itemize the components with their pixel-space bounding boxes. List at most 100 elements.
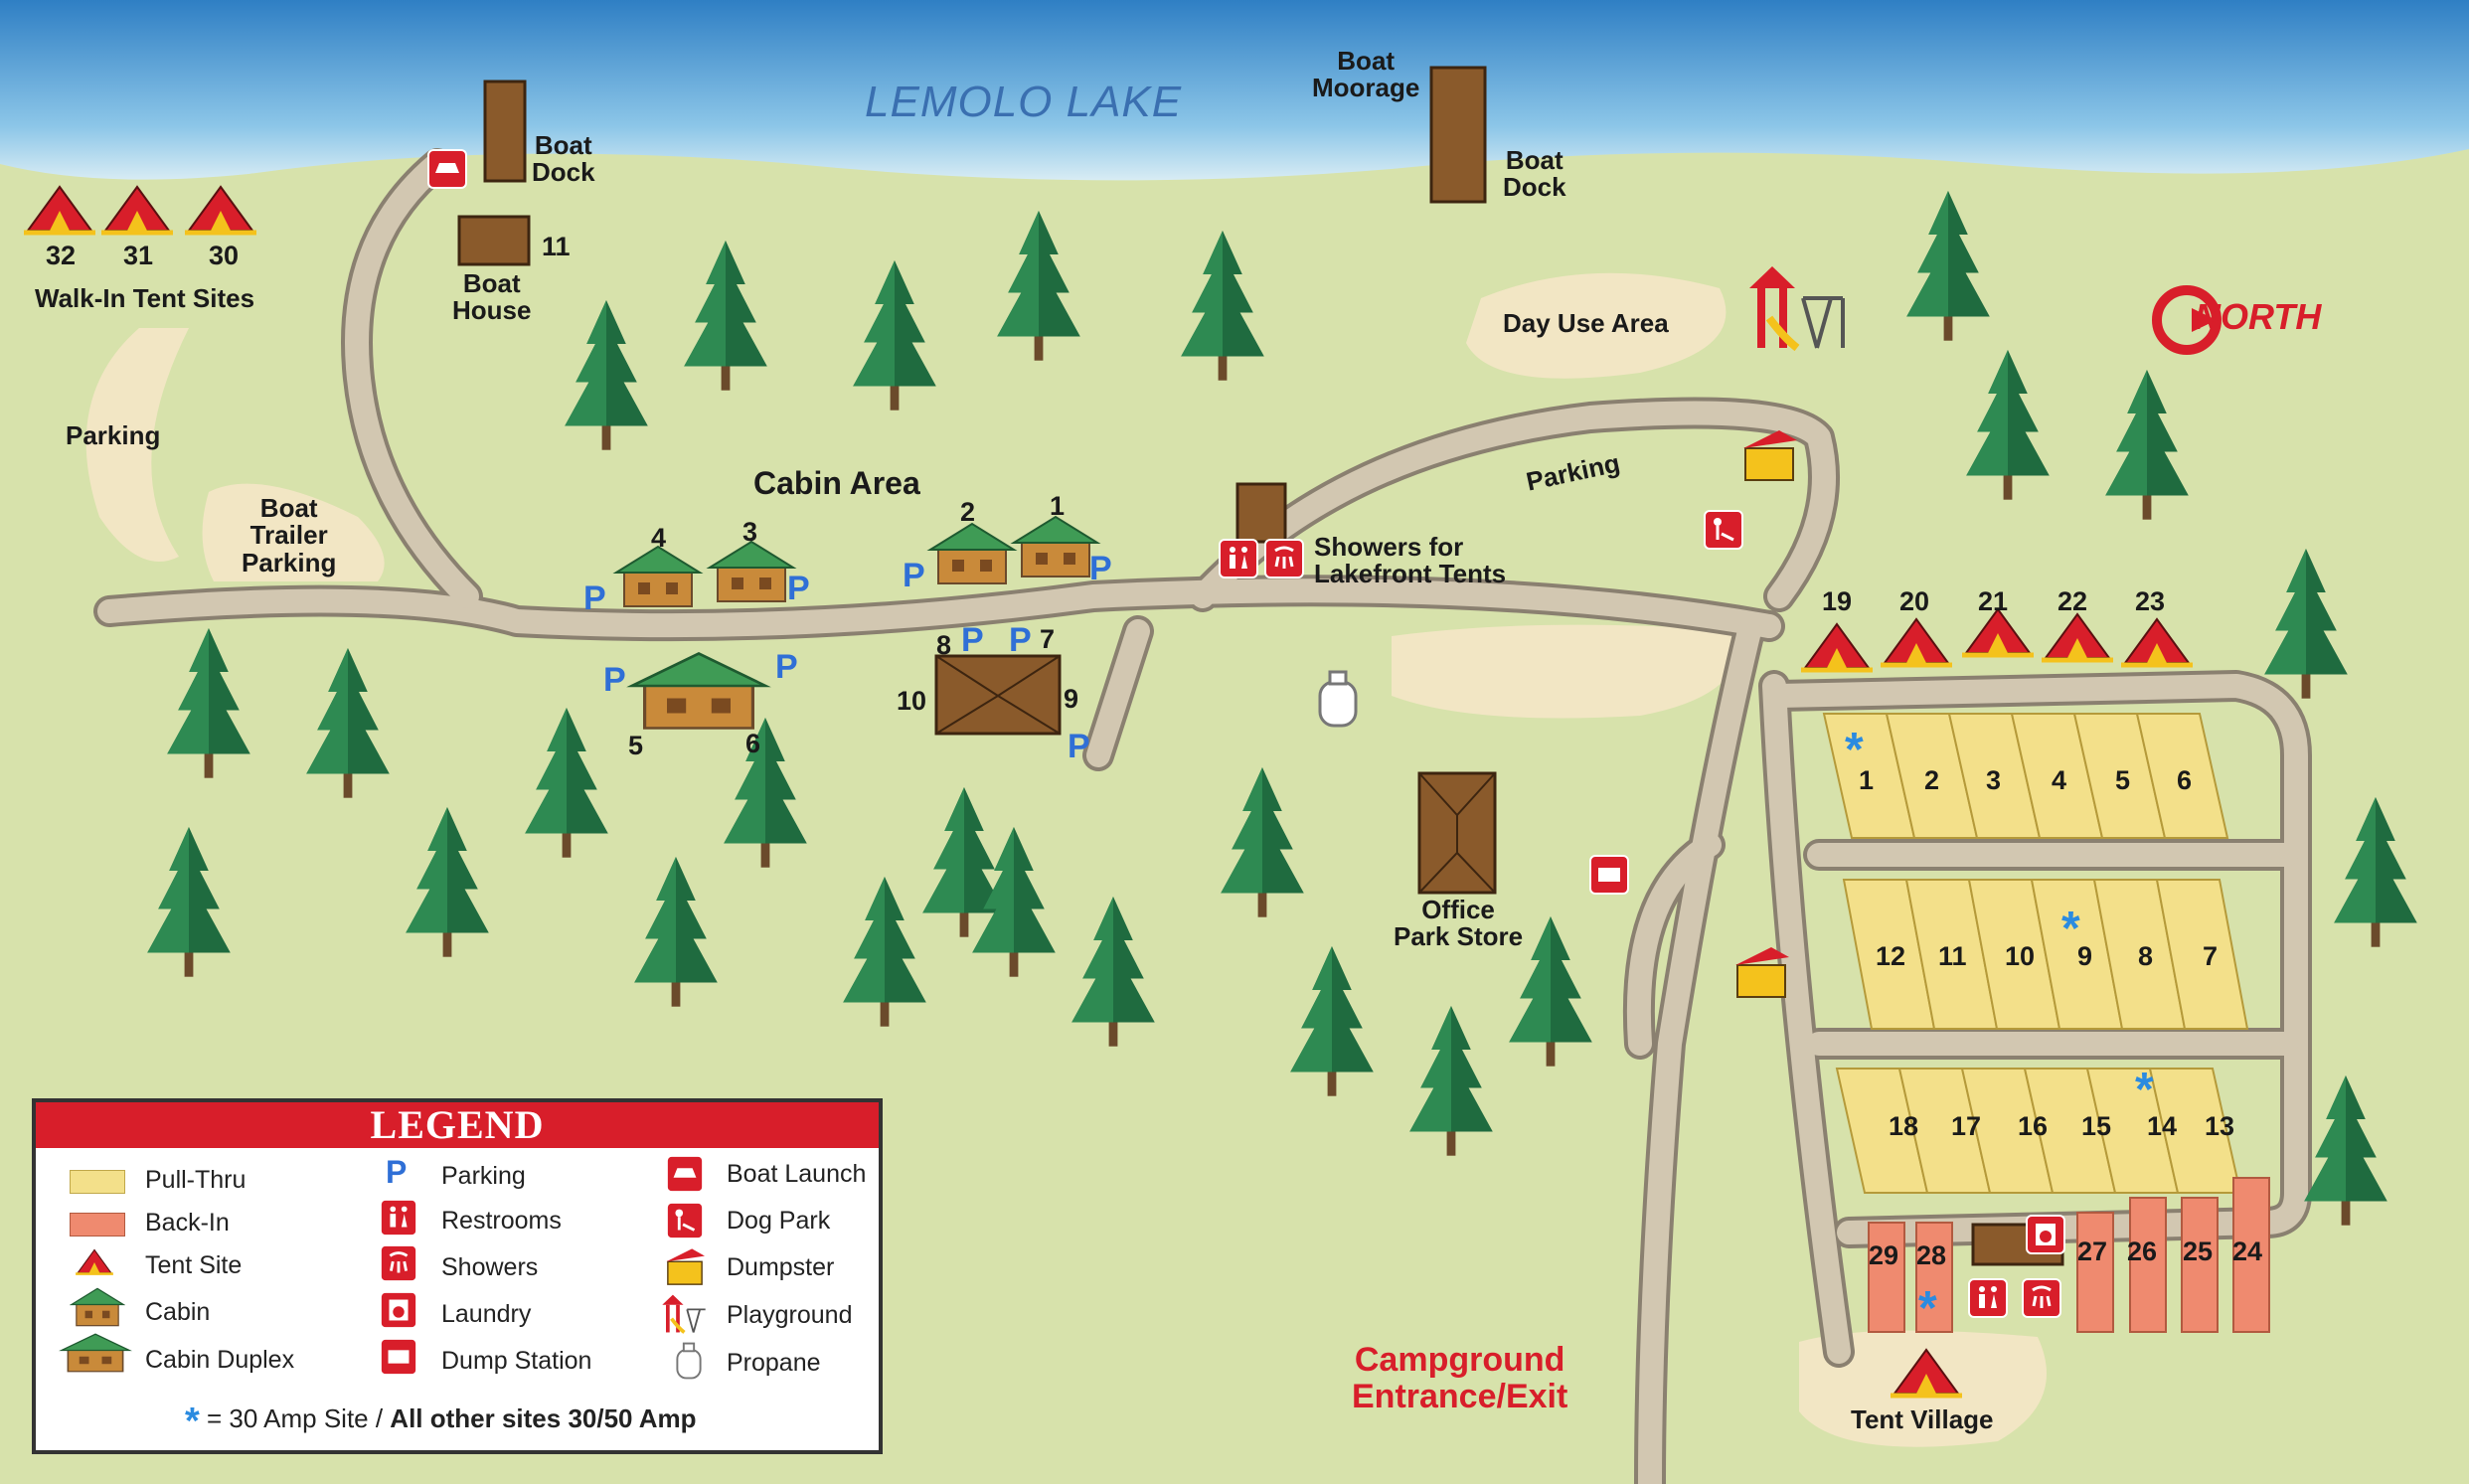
cabin-number-7[interactable]: 7 [1040,624,1056,654]
back-in-site[interactable] [1868,1222,1905,1333]
rv-site-rows [1822,713,2270,1333]
site-number-4[interactable]: 4 [2052,765,2067,795]
legend-showers: Showers [441,1253,539,1281]
site-number-24[interactable]: 24 [2232,1237,2263,1266]
showers-icon-village[interactable] [2022,1278,2061,1318]
site-number-7[interactable]: 7 [2203,941,2219,971]
cabin-icon[interactable] [709,541,794,602]
boat-house [457,215,531,266]
legend-restrooms: Restrooms [441,1207,562,1235]
site-number-9[interactable]: 9 [2077,941,2093,971]
pull-thru-site[interactable] [2155,879,2249,1030]
tent-site-icon[interactable] [24,187,95,233]
back-in-site[interactable] [2232,1177,2270,1333]
tent-site-number-22[interactable]: 22 [2058,586,2088,616]
cabin-number-4[interactable]: 4 [651,523,667,553]
legend-playground: Playground [727,1301,853,1329]
roads [97,152,2308,1484]
site-number-12[interactable]: 12 [1876,941,1906,971]
restrooms-icon[interactable] [1219,539,1258,578]
site-number-10[interactable]: 10 [2005,941,2036,971]
amp30-star-site-14: * [2135,1064,2154,1116]
back-in-site[interactable] [2076,1212,2114,1333]
boat-launch-icon[interactable] [427,149,467,189]
tent-site-icon[interactable] [101,187,173,233]
site-number-15[interactable]: 15 [2081,1111,2112,1141]
site-number-2[interactable]: 2 [1924,765,1940,795]
site-number-16[interactable]: 16 [2018,1111,2049,1141]
tree-icon [525,708,608,858]
site-number-3[interactable]: 3 [1986,765,2002,795]
dog-park-icon[interactable] [1704,510,1743,550]
tent-site-number-23[interactable]: 23 [2135,586,2166,616]
legend-pull-thru: Pull-Thru [145,1166,247,1194]
legend-dump-station: Dump Station [441,1347,592,1375]
cabin-icon[interactable] [615,546,701,607]
restrooms-icon-village[interactable] [1968,1278,2008,1318]
site-number-14[interactable]: 14 [2147,1111,2178,1141]
dumpster-icon-2[interactable] [1735,947,1789,998]
tent-site-icon[interactable] [2121,619,2193,665]
playground-icon[interactable] [1749,266,1845,352]
tent-site-icon[interactable] [185,187,256,233]
tent-site-icon[interactable] [2042,614,2113,660]
legend-laundry: Laundry [441,1300,532,1328]
tree-icon [1290,946,1374,1096]
tree-icon [2105,370,2189,520]
site-number-25[interactable]: 25 [2183,1237,2214,1266]
tent-site-icon [74,1248,115,1275]
cabin-number-9[interactable]: 9 [1064,684,1079,714]
cabin-number-3[interactable]: 3 [742,517,758,547]
dump-station-icon[interactable] [1589,855,1629,895]
tent-site-number-19[interactable]: 19 [1822,586,1853,616]
back-in-swatch [70,1213,125,1237]
cabin-icon[interactable] [929,523,1015,584]
back-in-site[interactable] [2181,1197,2219,1333]
site-number-18[interactable]: 18 [1889,1111,1919,1141]
site-number-17[interactable]: 17 [1951,1111,1982,1141]
legend-propane: Propane [727,1349,821,1377]
site-number-6[interactable]: 6 [2177,765,2193,795]
walk-in-site-30[interactable]: 30 [209,241,240,270]
site-number-8[interactable]: 8 [2138,941,2154,971]
boat-house-label: Boat House [452,268,532,326]
site-number-27[interactable]: 27 [2077,1237,2108,1266]
tent-site-icon[interactable] [1801,624,1873,670]
site-number-29[interactable]: 29 [1869,1240,1899,1270]
cabin-number-8[interactable]: 8 [936,630,952,660]
pull-thru-site[interactable] [2135,713,2229,839]
tree-icon [724,718,807,868]
showers-icon[interactable] [1264,539,1304,578]
site-number-5[interactable]: 5 [2115,765,2131,795]
back-in-site[interactable] [1915,1222,1953,1333]
walk-in-site-31[interactable]: 31 [123,241,154,270]
cabin-duplex-icon[interactable] [630,651,767,731]
boat-trailer-parking-label: Boat Trailer Parking [242,493,337,577]
legend-footnote: * = 30 Amp Site / All other sites 30/50 … [185,1401,697,1443]
cabin-number-5[interactable]: 5 [628,731,644,760]
tent-site-number-21[interactable]: 21 [1978,586,2009,616]
walk-in-site-32[interactable]: 32 [46,241,77,270]
cabin-number-1[interactable]: 1 [1050,491,1066,521]
back-in-site[interactable] [2129,1197,2167,1333]
boat-moorage-label: Boat Moorage [1312,46,1420,103]
tent-site-number-20[interactable]: 20 [1899,586,1930,616]
propane-icon[interactable] [1318,670,1358,728]
tree-icon [306,648,390,798]
tent-site-icon[interactable] [1881,619,1952,665]
laundry-icon[interactable] [2026,1215,2065,1254]
cabin-area-label: Cabin Area [753,465,920,501]
cabin-icon[interactable] [1013,516,1098,577]
site-number-13[interactable]: 13 [2205,1111,2235,1141]
parking-p-marker: P [583,579,606,617]
cabin-number-6[interactable]: 6 [745,729,761,758]
cabin-number-10[interactable]: 10 [897,686,927,716]
site-number-26[interactable]: 26 [2127,1237,2158,1266]
amp30-star-site-28: * [1918,1282,1937,1335]
site-number-11[interactable]: 11 [1938,941,1967,971]
dumpster-icon[interactable] [1743,430,1797,481]
cabin-number-2[interactable]: 2 [960,497,976,527]
boat-launch-icon [665,1154,705,1194]
site-number-28[interactable]: 28 [1916,1240,1947,1270]
site-number-1[interactable]: 1 [1859,765,1875,795]
